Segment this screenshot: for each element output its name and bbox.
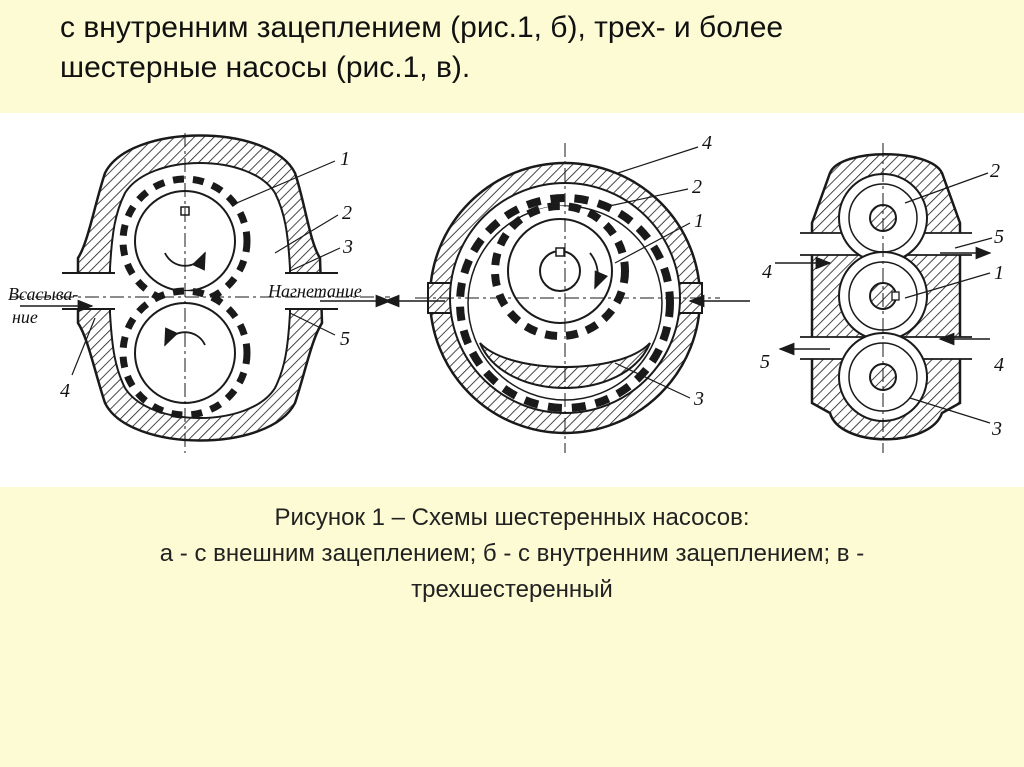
pump-a-discharge-label: Нагнетание [267,281,362,301]
pump-a-label-3: 3 [342,236,353,258]
pump-b-label-1: 1 [694,210,704,232]
gear-pump-diagram: 1 2 3 5 4 Всасыва- ние Нагнетание [8,132,1004,453]
pump-b-crescent [479,342,651,389]
pump-a-label-4: 4 [60,380,70,402]
pump-a-outlet-channel [282,273,338,309]
caption-line-3: трехшестеренный [411,576,613,603]
pump-b-label-2: 2 [692,176,702,198]
top-text-line-1: с внутренним зацеплением (рис.1, б), тре… [60,11,784,44]
pump-a-label-1: 1 [340,148,350,170]
figure-panel: 1 2 3 5 4 Всасыва- ние Нагнетание [0,113,1024,487]
pump-c-three-gear: 2 5 1 4 5 4 3 [760,143,1004,453]
pump-a-external: 1 2 3 5 4 Всасыва- ние Нагнетание [8,133,392,453]
figure-caption: Рисунок 1 – Схемы шестеренных насосов: а… [0,500,1024,608]
pump-a-label-5: 5 [340,328,350,350]
pump-b-label-4: 4 [702,132,712,154]
pump-b-pinion-gear [491,202,629,340]
caption-line-2: а - с внешним зацеплением; б - с внутрен… [159,540,865,567]
slide-top-text: с внутренним зацеплением (рис.1, б), тре… [60,8,1000,88]
pump-b-internal: 4 2 1 3 [383,132,750,453]
pump-c-label-4-top: 4 [762,261,772,283]
pump-a-suction-label-2: ние [12,307,38,327]
pump-a-suction-label-1: Всасыва- [8,284,78,304]
pump-c-label-5-top: 5 [994,226,1004,248]
pump-c-label-1: 1 [994,262,1004,284]
pump-c-label-4-bottom: 4 [994,354,1004,376]
pump-a-label-2: 2 [342,202,352,224]
caption-line-1: Рисунок 1 – Схемы шестеренных насосов: [274,504,750,531]
top-text-line-2: шестерные насосы (рис.1, в). [60,51,471,84]
pump-c-label-5-bottom: 5 [760,351,770,373]
pump-b-label-3: 3 [693,388,704,410]
pump-c-label-3: 3 [991,418,1002,440]
pump-c-label-2: 2 [990,160,1000,182]
